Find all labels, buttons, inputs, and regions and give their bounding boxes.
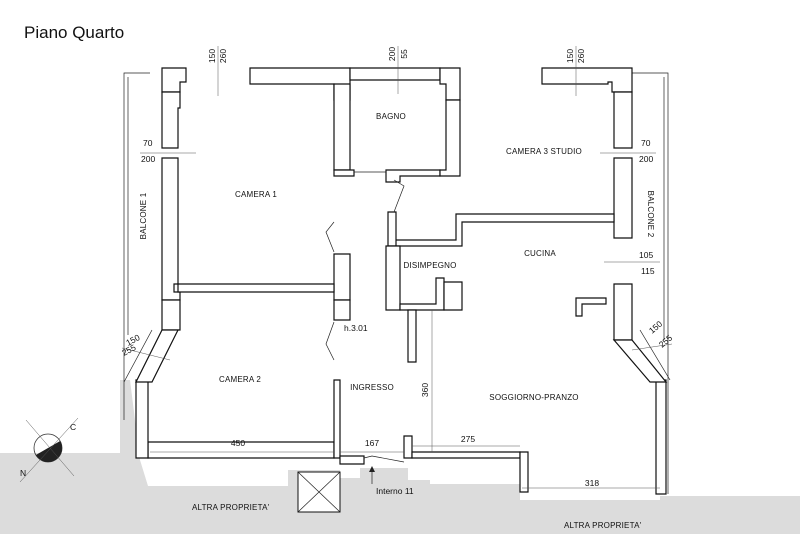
shaded-areas — [0, 380, 800, 534]
dim-right-win-a: 70 — [641, 138, 651, 148]
dim-top-left-b: 260 — [218, 49, 228, 63]
ceiling-height-label: h.3.01 — [344, 323, 368, 333]
dim-cucina-win-a: 105 — [639, 250, 653, 260]
dim-top-mid-b: 55 — [399, 49, 409, 59]
compass-icon: N C — [19, 417, 79, 483]
dim-cucina-win-b: 115 — [641, 266, 655, 276]
dimension-lines — [121, 46, 673, 489]
room-label-soggiorno: SOGGIORNO-PRANZO — [489, 393, 578, 402]
dim-right-diag-b: 255 — [657, 333, 675, 350]
room-label-disimpegno: DISIMPEGNO — [403, 261, 456, 270]
dim-top-right-a: 150 — [565, 49, 575, 63]
compass-letter-n: N — [20, 468, 26, 478]
dim-bottom-450: 450 — [231, 438, 245, 448]
entrance-arrow-icon — [369, 466, 375, 484]
dim-left-win-b: 200 — [141, 154, 155, 164]
dim-top-left-a: 150 — [207, 49, 217, 63]
dim-top-right-b: 260 — [576, 49, 586, 63]
altra-proprieta-left: ALTRA PROPRIETA' — [192, 503, 270, 512]
room-label-balcone2: BALCONE 2 — [646, 191, 655, 238]
altra-proprieta-right: ALTRA PROPRIETA' — [564, 521, 642, 530]
dim-bottom-167: 167 — [365, 438, 379, 448]
stairwell-icon — [297, 471, 341, 513]
dim-right-win-b: 200 — [639, 154, 653, 164]
room-label-cucina: CUCINA — [524, 249, 556, 258]
room-labels: BAGNO CAMERA 1 CAMERA 3 STUDIO CUCINA DI… — [139, 112, 655, 530]
dim-bottom-275: 275 — [461, 434, 475, 444]
room-label-camera1: CAMERA 1 — [235, 190, 277, 199]
room-label-balcone1: BALCONE 1 — [139, 192, 148, 239]
room-label-camera2: CAMERA 2 — [219, 375, 261, 384]
bay-windows — [123, 329, 671, 383]
dim-left-win-a: 70 — [143, 138, 153, 148]
dim-top-mid-a: 200 — [387, 47, 397, 61]
doors — [325, 171, 405, 463]
dim-bottom-318: 318 — [585, 478, 599, 488]
plan-title: Piano Quarto — [24, 23, 124, 42]
balcony-railings — [123, 72, 669, 494]
room-label-ingresso: INGRESSO — [350, 383, 394, 392]
interno-label: Interno 11 — [376, 486, 414, 496]
dim-right-diag-a: 150 — [647, 319, 665, 336]
walls — [135, 67, 667, 495]
room-label-camera3: CAMERA 3 STUDIO — [506, 147, 582, 156]
dim-vert-360: 360 — [420, 383, 430, 397]
compass-letter-c: C — [70, 422, 76, 432]
room-label-bagno: BAGNO — [376, 112, 406, 121]
